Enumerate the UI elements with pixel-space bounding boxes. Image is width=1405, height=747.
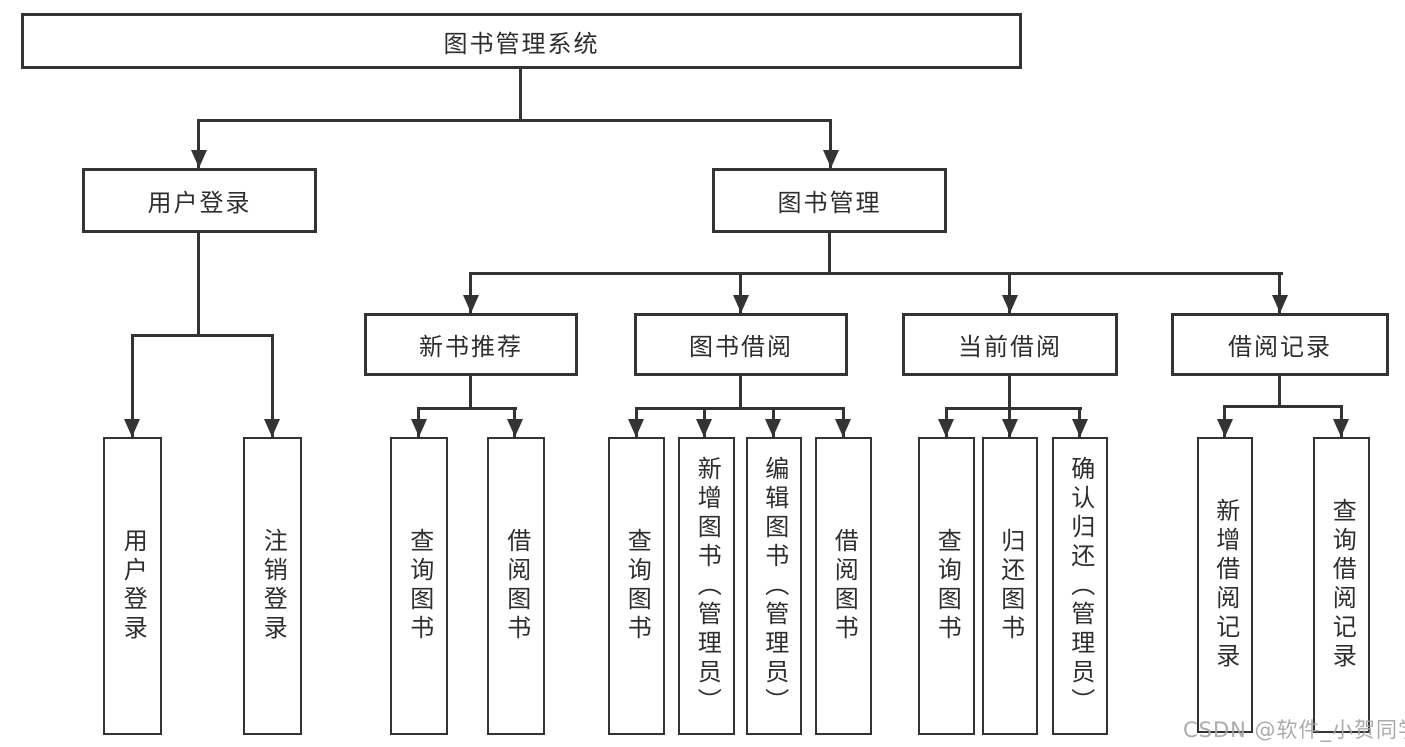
leaf-query-books: 查询图书 — [608, 437, 665, 735]
arrow-down-icon — [823, 150, 839, 168]
connector-records-bar — [1223, 405, 1343, 408]
node-label: 新书推荐 — [419, 333, 523, 361]
leaf-edit-books-admin: 编辑图书（管理员） — [746, 437, 802, 735]
connector-drop-book-management — [829, 119, 832, 168]
arrow-down-icon — [463, 295, 479, 313]
leaf-query-books: 查询图书 — [390, 437, 448, 735]
leaf-query-borrow-record: 查询借阅记录 — [1313, 437, 1370, 733]
node-label: 用户登录 — [147, 189, 252, 217]
leaf-user-login: 用户登录 — [103, 437, 162, 735]
arrow-down-icon — [765, 419, 781, 437]
node-label: 查询借阅记录 — [1328, 498, 1357, 672]
connector-userlogin-bar — [131, 334, 274, 337]
node-label: 查询图书 — [405, 528, 434, 644]
arrow-down-icon — [628, 419, 644, 437]
node-current-borrow: 当前借阅 — [902, 313, 1118, 376]
arrow-down-icon — [1217, 419, 1233, 437]
connector-newbook-stem — [469, 376, 472, 410]
node-label: 查询图书 — [623, 528, 652, 644]
node-label: 新增图书（管理员） — [693, 455, 722, 717]
connector-userlogin-stem — [197, 233, 200, 337]
node-label: 当前借阅 — [958, 333, 1062, 361]
arrow-down-icon — [507, 419, 523, 437]
arrow-down-icon — [696, 419, 712, 437]
node-new-book-recommend: 新书推荐 — [364, 313, 578, 376]
node-book-management: 图书管理 — [712, 168, 947, 233]
arrow-down-icon — [124, 419, 140, 437]
arrow-down-icon — [733, 295, 749, 313]
connector-records-stem — [1278, 376, 1281, 408]
connector-bookmgmt-stem — [828, 233, 831, 275]
connector-current-bar — [945, 407, 1082, 410]
node-library-system: 图书管理系统 — [21, 13, 1022, 69]
connector-borrow-stem — [739, 376, 742, 410]
connector-root-bar — [197, 119, 832, 122]
arrow-down-icon — [264, 419, 280, 437]
connector-level3-bar — [469, 272, 1283, 275]
node-label: 编辑图书（管理员） — [760, 455, 789, 717]
node-label: 查询图书 — [933, 528, 962, 644]
arrow-down-icon — [411, 419, 427, 437]
leaf-borrow-books: 借阅图书 — [815, 437, 872, 735]
connector-drop-current-borrow — [1008, 272, 1011, 313]
leaf-confirm-return-admin: 确认归还（管理员） — [1052, 437, 1108, 735]
leaf-return-books: 归还图书 — [982, 437, 1038, 735]
node-label: 新增借阅记录 — [1211, 498, 1240, 672]
csdn-watermark: CSDN @软件_小贺同学 — [1183, 718, 1405, 742]
arrow-down-icon — [1272, 295, 1288, 313]
node-label: 注销登录 — [259, 528, 288, 644]
node-label: 借阅记录 — [1228, 333, 1332, 361]
node-user-login: 用户登录 — [82, 168, 317, 233]
connector-drop-book-borrow — [739, 272, 742, 313]
connector-drop-user-login — [197, 119, 200, 168]
leaf-borrow-books: 借阅图书 — [487, 437, 545, 735]
connector-borrow-bar — [635, 407, 845, 410]
node-label: 归还图书 — [996, 528, 1025, 644]
connector-drop-new-book — [469, 272, 472, 313]
connector-current-stem — [1008, 376, 1011, 410]
leaf-query-books: 查询图书 — [918, 437, 975, 735]
node-label: 借阅图书 — [502, 528, 531, 644]
node-book-borrow: 图书借阅 — [634, 313, 848, 376]
arrow-down-icon — [1002, 295, 1018, 313]
connector-drop-leaf-logout — [271, 334, 274, 437]
arrow-down-icon — [1002, 419, 1018, 437]
connector-drop-leaf-user-login — [131, 334, 134, 437]
connector-newbook-bar — [417, 407, 517, 410]
arrow-down-icon — [835, 419, 851, 437]
node-borrow-records: 借阅记录 — [1171, 313, 1389, 376]
node-label: 图书借阅 — [689, 333, 793, 361]
arrow-down-icon — [1333, 419, 1349, 437]
node-label: 图书管理 — [777, 189, 882, 217]
leaf-add-borrow-record: 新增借阅记录 — [1197, 437, 1253, 733]
arrow-down-icon — [938, 419, 954, 437]
leaf-logout: 注销登录 — [243, 437, 302, 735]
arrow-down-icon — [191, 150, 207, 168]
arrow-down-icon — [1072, 419, 1088, 437]
node-label: 用户登录 — [119, 528, 148, 644]
node-label: 图书管理系统 — [443, 29, 600, 58]
leaf-add-books-admin: 新增图书（管理员） — [678, 437, 735, 735]
connector-root-stem — [519, 69, 522, 122]
node-label: 借阅图书 — [830, 528, 859, 644]
node-label: 确认归还（管理员） — [1066, 455, 1095, 717]
connector-drop-borrow-records — [1278, 272, 1281, 313]
